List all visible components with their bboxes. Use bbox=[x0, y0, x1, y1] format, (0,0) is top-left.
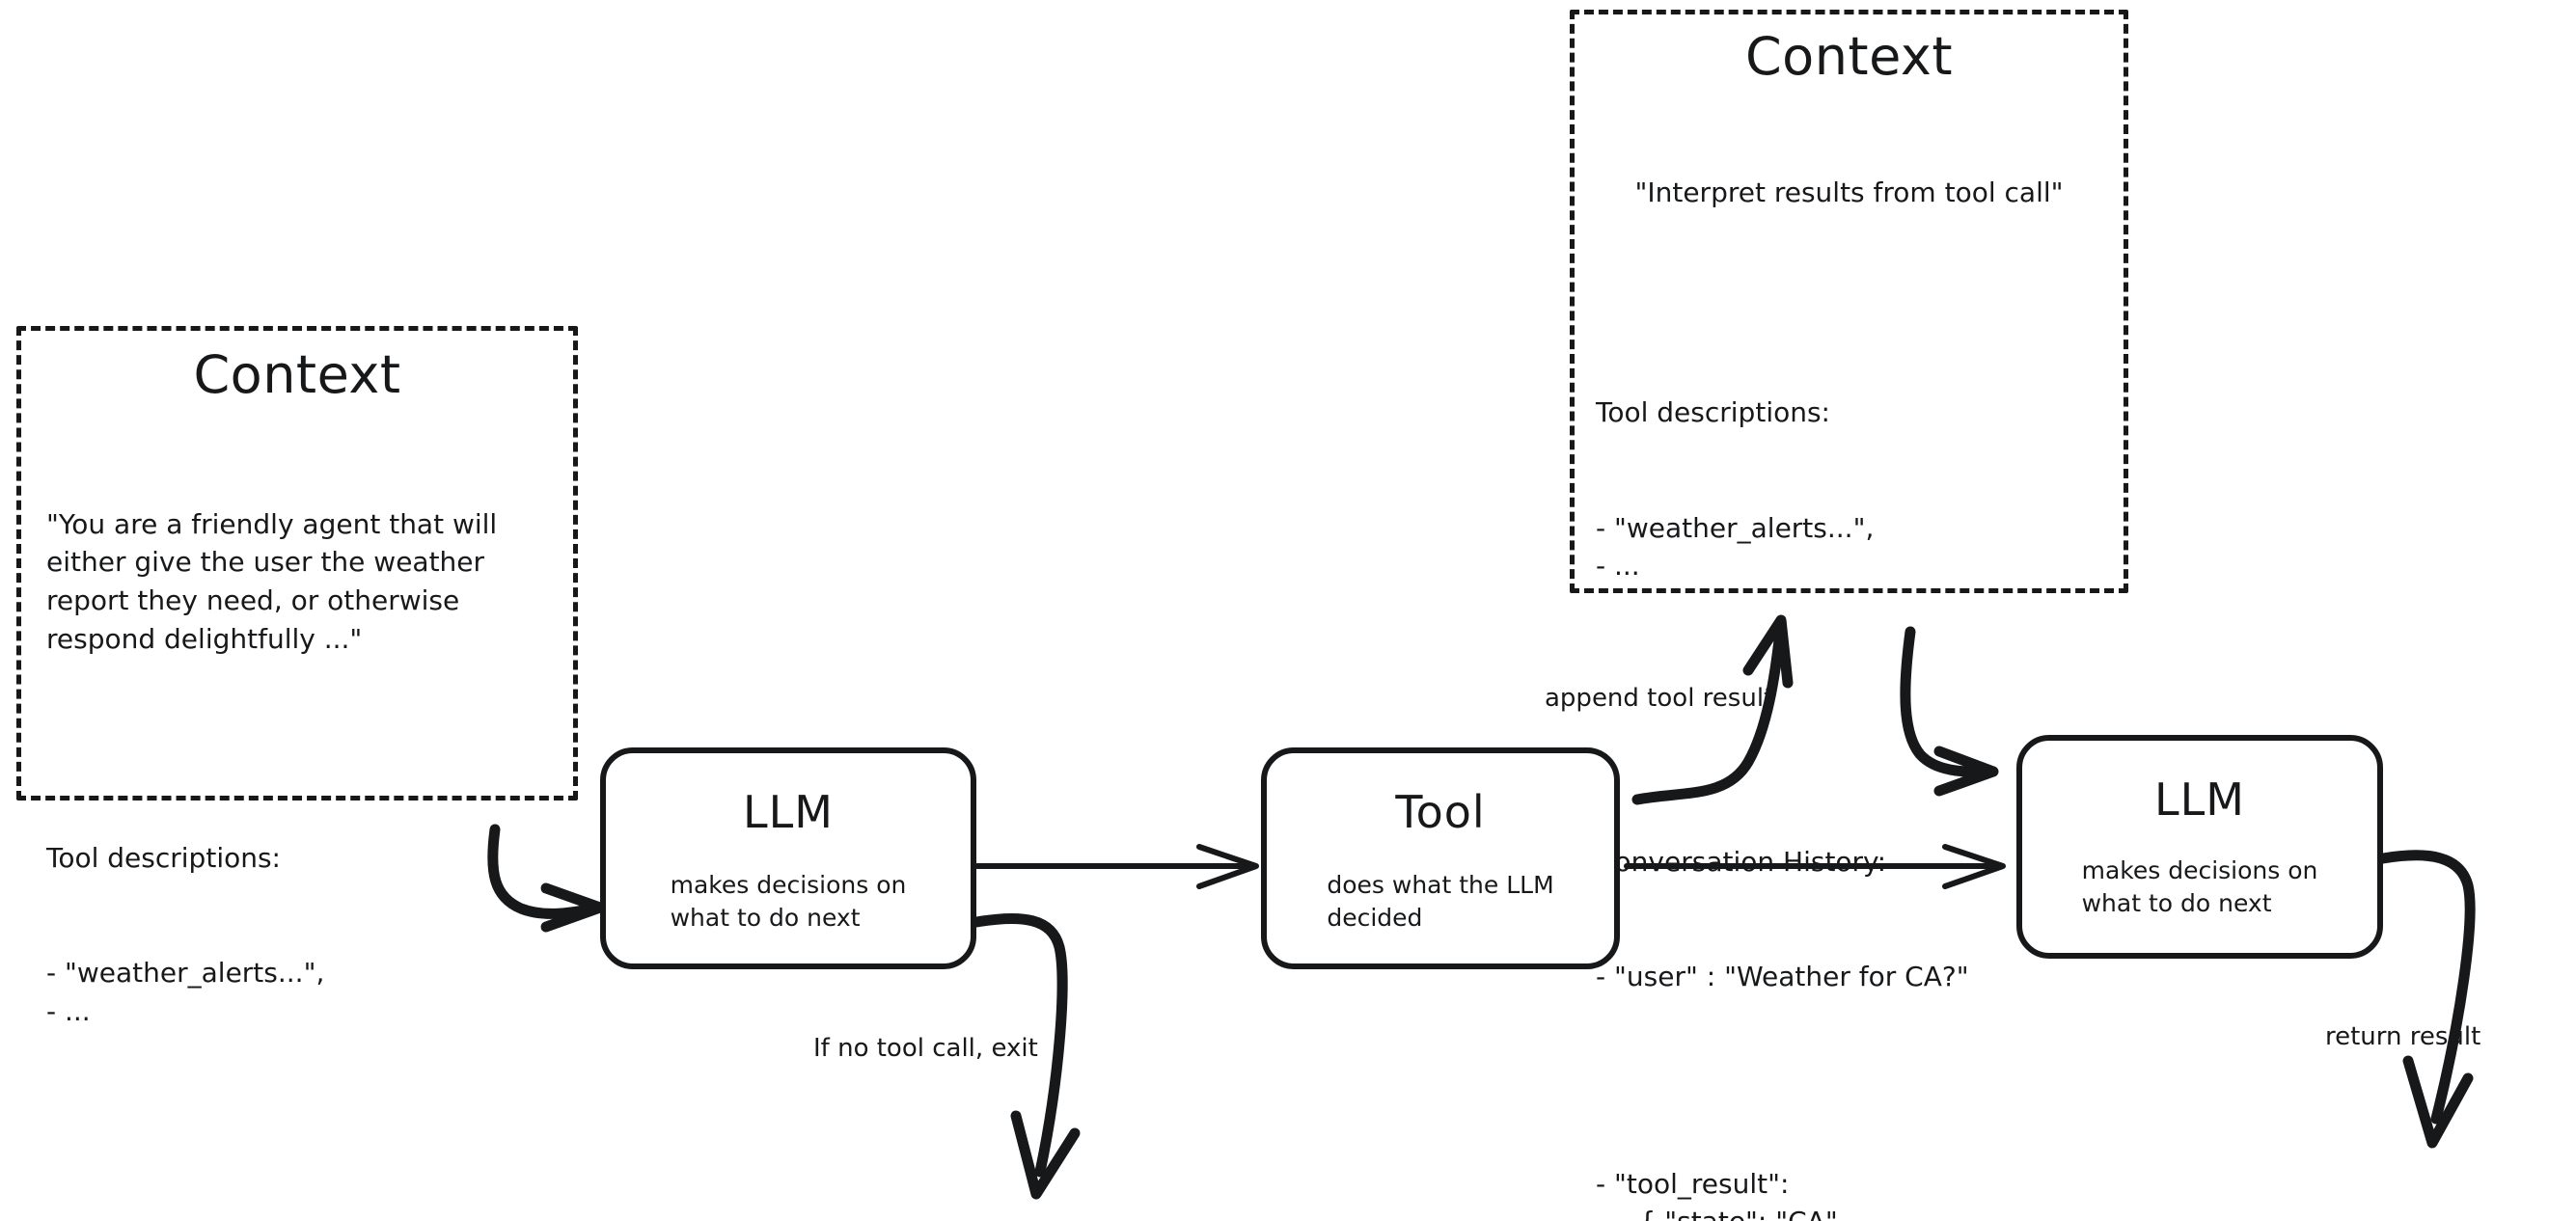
context-right-system-prompt: "Interpret results from tool call" bbox=[1634, 176, 2064, 208]
node-tool[interactable]: Tool does what the LLM decided bbox=[1261, 747, 1620, 969]
context-right-body: "Interpret results from tool call" Tool … bbox=[1596, 96, 2102, 1221]
context-box-right: Context "Interpret results from tool cal… bbox=[1570, 10, 2128, 1221]
edge-label-append-tool-result: append tool result bbox=[1545, 684, 1774, 713]
node-tool-subtitle: does what the LLM decided bbox=[1327, 871, 1554, 932]
context-left-title: Context bbox=[193, 344, 401, 405]
edge-label-return-result: return result bbox=[2325, 1022, 2481, 1051]
context-left-system-prompt: "You are a friendly agent that will eith… bbox=[46, 507, 498, 655]
context-right-conversation-user: - "user" : "Weather for CA?" bbox=[1596, 960, 1969, 992]
node-llm-left-subtitle: makes decisions on what to do next bbox=[670, 871, 907, 932]
context-left-tool-descriptions-items: - "weather_alerts...", - ... bbox=[46, 956, 325, 1027]
node-llm-left-title: LLM bbox=[743, 786, 834, 838]
arrow-llm-right-return bbox=[2377, 850, 2476, 1149]
context-right-conversation-heading: Conversation History: bbox=[1596, 845, 1887, 878]
context-right-tool-descriptions-items: - "weather_alerts...", - ... bbox=[1596, 511, 1875, 583]
node-tool-title: Tool bbox=[1395, 786, 1486, 838]
context-right-conversation: Conversation History: - "user" : "Weathe… bbox=[1596, 766, 2102, 1072]
context-box-left: Context "You are a friendly agent that w… bbox=[16, 326, 578, 1027]
context-right-tool-descriptions: Tool descriptions: - "weather_alerts..."… bbox=[1596, 317, 2102, 663]
context-right-title: Context bbox=[1744, 26, 1954, 87]
arrow-llm-to-tool bbox=[974, 844, 1259, 889]
context-left-tool-descriptions-heading: Tool descriptions: bbox=[46, 841, 281, 874]
context-right-tool-descriptions-heading: Tool descriptions: bbox=[1596, 396, 1830, 429]
node-llm-right-subtitle: makes decisions on what to do next bbox=[2081, 856, 2318, 917]
edge-label-no-tool-call: If no tool call, exit bbox=[813, 1034, 1038, 1063]
context-right-tool-result: - "tool_result": { "state": "CA", [ { "r… bbox=[1596, 1167, 1847, 1221]
context-left-tool-descriptions: Tool descriptions: - "weather_alerts..."… bbox=[46, 762, 548, 1107]
node-llm-left[interactable]: LLM makes decisions on what to do next bbox=[600, 747, 976, 969]
node-llm-right-title: LLM bbox=[2154, 773, 2245, 826]
context-left-body: "You are a friendly agent that will eith… bbox=[46, 428, 548, 1221]
context-left-conversation: Conversation History: - "user" : "Weathe… bbox=[46, 1210, 548, 1221]
node-llm-right[interactable]: LLM makes decisions on what to do next bbox=[2016, 735, 2383, 959]
